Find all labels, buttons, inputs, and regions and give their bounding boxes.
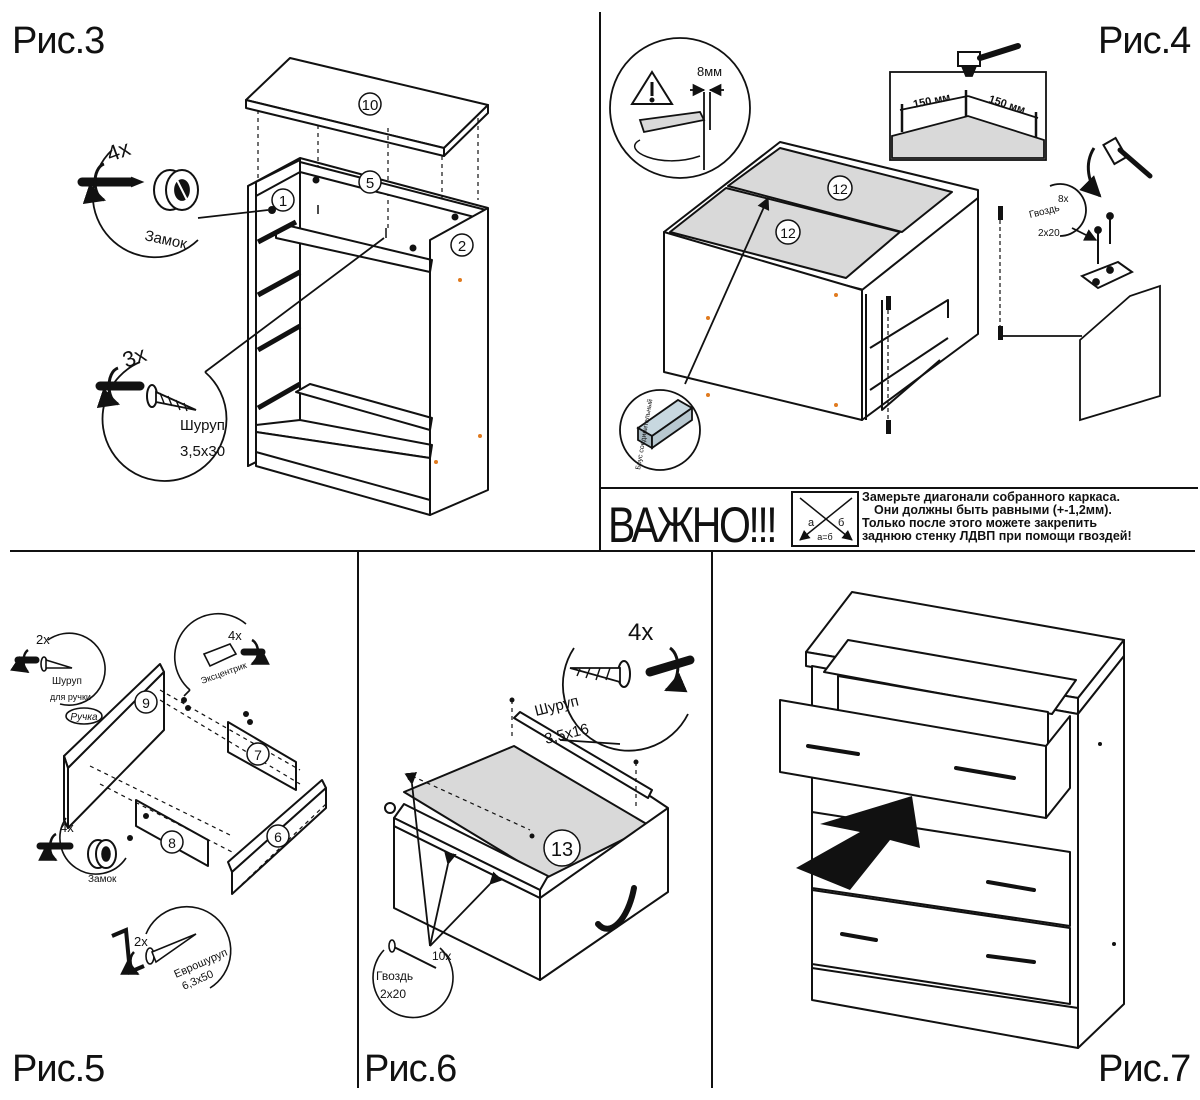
fig4-label: Рис.4 xyxy=(1098,20,1191,62)
part-number-6: 6 xyxy=(274,829,282,845)
fig5-lock-detail xyxy=(36,817,127,875)
fig5-lock-count-text: 4x xyxy=(60,820,74,835)
fig3-label: Рис.3 xyxy=(12,20,105,62)
diagonal-eq-label: а=б xyxy=(817,532,832,542)
drawer-bottom xyxy=(811,889,1071,1005)
part-number-1: 1 xyxy=(279,193,287,210)
part-number-7: 7 xyxy=(254,747,262,763)
fig4-gap-warning-detail xyxy=(609,37,751,179)
fig5-eccentric-detail xyxy=(173,612,271,697)
fig4-nail-detail xyxy=(1000,136,1161,422)
fig5-handle-screw-detail xyxy=(10,632,106,725)
important-line-1: Замерьте диагонали собранного каркаса. xyxy=(862,490,1120,504)
screw-count-text: 3x xyxy=(119,341,149,372)
panel-dividers xyxy=(10,12,1198,1088)
fig3-cabinet-frame xyxy=(245,57,489,516)
important-line-2: Они должны быть равными (+-1,2мм). xyxy=(874,503,1112,517)
euro-screw-count-text: 2x xyxy=(134,934,148,949)
hammer-icon xyxy=(957,43,1021,77)
insert-drawer-arrow-icon xyxy=(796,796,920,890)
lock-name-text: Замок xyxy=(143,227,189,253)
lock-count-text: 4x xyxy=(103,135,133,166)
fig3-lock-detail xyxy=(77,149,269,259)
nail-size-text: 2x20 xyxy=(1038,228,1060,239)
fig4-dowels xyxy=(706,206,1003,434)
fig6-label: Рис.6 xyxy=(364,1048,457,1090)
screw-size-text: 3,5x30 xyxy=(180,443,225,460)
fig6-screw-detail xyxy=(561,646,695,752)
part-number-12-lower: 12 xyxy=(780,225,796,241)
hammer-icon xyxy=(1102,136,1153,179)
handle-label-badge xyxy=(65,707,103,725)
eccentric-name-text: Эксцентрик xyxy=(199,660,248,686)
rail-panel-5 xyxy=(299,161,487,221)
handle-label-text: Ручка xyxy=(70,712,98,723)
diagonal-check-icon xyxy=(791,491,859,547)
fig6-screw-name-text: Шуруп xyxy=(533,693,581,720)
nail-name-text: Гвоздь xyxy=(1028,203,1061,221)
fig6-nail-name-text: Гвоздь xyxy=(376,969,413,983)
fig5-lock-name-text: Замок xyxy=(88,874,117,885)
fig4-nail-spacing-detail xyxy=(889,43,1047,161)
fig3-part-callouts xyxy=(271,92,474,257)
fig6-nail-size-text: 2x20 xyxy=(380,987,406,1001)
fig7-assembled-chest xyxy=(779,591,1125,1049)
eccentric-count-text: 4x xyxy=(228,628,242,643)
handle-screw-count-text: 2x xyxy=(36,632,50,647)
diagonal-a-label: а xyxy=(808,517,815,529)
fig7-label: Рис.7 xyxy=(1098,1048,1191,1090)
part-number-5: 5 xyxy=(366,175,374,192)
part-number-8: 8 xyxy=(168,835,176,851)
part-number-13: 13 xyxy=(551,839,573,861)
fig3-screw-detail xyxy=(95,237,385,482)
fig3-markers xyxy=(268,176,482,464)
rotate-arrow-icon xyxy=(82,162,106,204)
important-line-3: Только после этого можете закрепить xyxy=(862,516,1098,530)
handle-screw-sub-text: для ручки xyxy=(50,692,91,702)
diagonal-b-label: б xyxy=(838,517,844,529)
callout-1 xyxy=(271,188,295,212)
callout-5 xyxy=(358,170,382,194)
fig4-cabinet-body xyxy=(663,141,979,421)
part-number-12-upper: 12 xyxy=(832,181,848,197)
callout-2 xyxy=(450,233,474,257)
important-note: Замерьте диагонали собранного каркаса. О… xyxy=(862,491,1198,543)
fig6-nail-count-text: 10x xyxy=(432,949,451,963)
important-title: ВАЖНО!!! xyxy=(608,497,778,553)
part-number-2: 2 xyxy=(458,238,466,255)
callout-10 xyxy=(358,92,382,116)
screw-name-text: Шуруп xyxy=(180,417,225,434)
fig6-screw-count-text: 4x xyxy=(628,619,653,646)
handle-screw-name-text: Шуруп xyxy=(52,676,82,687)
part-number-9: 9 xyxy=(142,695,150,711)
fig4-connector-profile-detail xyxy=(619,196,770,471)
important-line-4: заднюю стенку ЛДВП при помощи гвоздей! xyxy=(862,529,1132,543)
fig7-handles xyxy=(806,744,1036,964)
fig6-drawer-assembly xyxy=(393,711,669,981)
gap-dimension-text: 8мм xyxy=(697,64,722,79)
fig6-nail-detail xyxy=(372,939,454,1019)
part-number-10: 10 xyxy=(362,97,379,114)
fig5-label: Рис.5 xyxy=(12,1048,105,1090)
fig5-euro-screw-detail xyxy=(111,905,232,989)
drawer-handle xyxy=(595,885,637,932)
nail-count-text: 8x xyxy=(1058,194,1069,205)
